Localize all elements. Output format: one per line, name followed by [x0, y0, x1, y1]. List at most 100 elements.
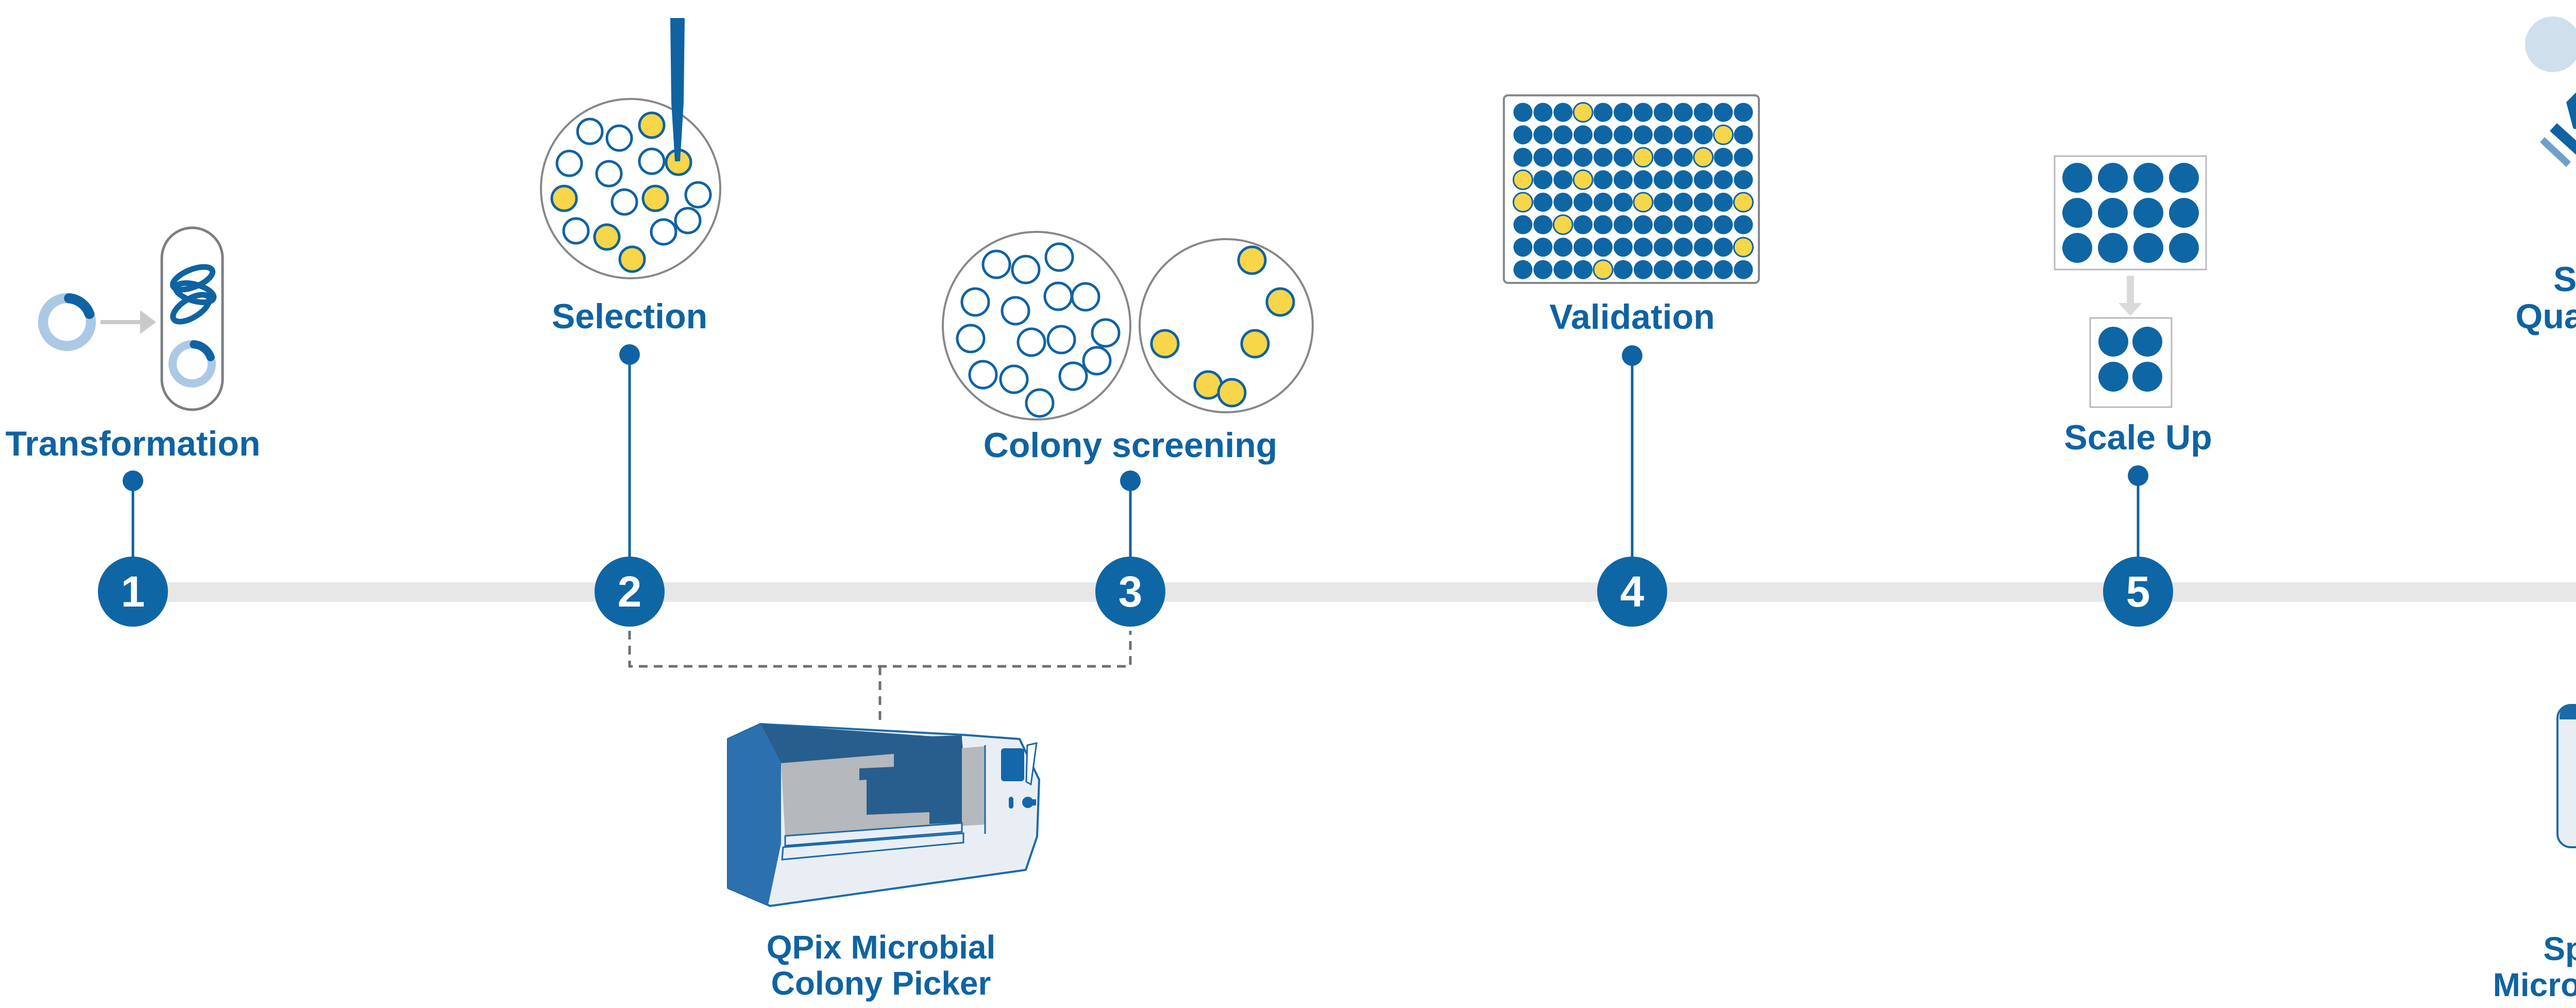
microplate-well — [1553, 147, 1573, 167]
microplate-well — [1673, 215, 1693, 234]
microplate-well — [1653, 192, 1673, 212]
microplate-well — [1673, 147, 1693, 167]
colony — [1237, 245, 1267, 275]
microplate-well — [1653, 170, 1673, 190]
step-label-scale-up: Scale Up — [2064, 418, 2212, 457]
transformation-icon — [43, 226, 224, 411]
selection-dish-icon — [540, 18, 721, 279]
colony — [593, 223, 621, 251]
microplate-well — [1653, 260, 1673, 279]
qpix-screen — [1001, 748, 1024, 781]
microplate-well — [1734, 170, 1753, 190]
microplate-well — [1734, 260, 1753, 279]
culture-well — [2133, 233, 2163, 263]
microplate-well — [1573, 238, 1593, 257]
colony-picker-pin-icon — [670, 18, 685, 161]
microplate-well — [1513, 169, 1533, 190]
colony — [595, 160, 623, 188]
microplate-well — [1513, 147, 1533, 167]
spectramax-label: SpectraMax Microplate Reader — [2493, 931, 2576, 1003]
colony — [1217, 378, 1247, 408]
microplate-well — [1693, 260, 1713, 279]
qpix-button — [1009, 797, 1013, 809]
microplate-well — [1573, 192, 1593, 212]
microplate-well — [1553, 260, 1573, 279]
microplate-well — [1693, 147, 1714, 168]
label-line: Microplate Reader — [2493, 966, 2576, 1003]
microplate-well — [1513, 103, 1533, 122]
microplate-well — [1633, 125, 1653, 145]
microplate-well — [1693, 238, 1713, 257]
colony — [641, 184, 669, 212]
colony — [1011, 255, 1041, 284]
safety-qc-icon — [2525, 16, 2576, 236]
colony — [1071, 282, 1100, 312]
microplate-well — [1614, 147, 1633, 167]
microplate-well — [1653, 103, 1673, 122]
step-label-validation: Validation — [1549, 297, 1715, 337]
microplate-well — [1594, 238, 1613, 257]
scale-up-icon — [2054, 155, 2207, 408]
microplate-well — [1614, 215, 1633, 234]
microplate-well — [1553, 125, 1573, 145]
microplate-well — [1714, 103, 1733, 122]
culture-well — [2062, 163, 2092, 193]
microplate-well — [1653, 238, 1673, 257]
qpix-label: QPix Microbial Colony Picker — [767, 929, 996, 1001]
culture-well — [2098, 233, 2128, 263]
node-number: 3 — [1118, 567, 1143, 616]
microplate-wells — [1513, 102, 1754, 280]
microplate-well — [1673, 238, 1693, 257]
colony — [638, 147, 666, 175]
colony — [999, 364, 1029, 394]
microplate-well — [1693, 170, 1713, 190]
microplate-well — [1572, 102, 1594, 123]
colony — [611, 188, 638, 216]
arrow-right-icon — [100, 310, 156, 334]
microplate-well — [1614, 170, 1633, 190]
microplate-well — [1614, 192, 1633, 212]
microplate-well — [1533, 238, 1553, 257]
microplate-well — [1714, 215, 1733, 234]
timeline-node-4: 4 — [1597, 557, 1667, 627]
colony — [605, 124, 633, 152]
microplate-well — [1552, 214, 1573, 235]
microplate-well — [1693, 103, 1713, 122]
node-number: 1 — [121, 567, 145, 616]
plasmid-icon — [43, 298, 91, 346]
culture-well — [2133, 198, 2163, 228]
microplate-well — [1573, 125, 1593, 145]
colony — [1058, 361, 1088, 391]
antibody-icon — [2540, 123, 2576, 236]
microplate-well — [1633, 260, 1653, 279]
microplate-well — [1734, 125, 1753, 145]
microplate-well — [1594, 170, 1613, 190]
microplate-well — [1594, 215, 1613, 234]
colony — [960, 287, 990, 317]
microplate-well — [1513, 215, 1533, 234]
qpix-knob — [1022, 797, 1033, 808]
microplate-well — [1553, 192, 1573, 212]
label-line: SpectraMax — [2543, 930, 2576, 967]
microplate-well — [1733, 237, 1754, 258]
colony — [1016, 327, 1046, 357]
microplate-well — [1734, 103, 1753, 122]
small-plate-wells — [2098, 327, 2162, 392]
cell-icon — [160, 226, 224, 411]
timeline-node-1: 1 — [98, 557, 168, 627]
step-5-connector — [2128, 465, 2148, 558]
microplate-well — [1734, 215, 1753, 234]
label-line: Safety and — [2553, 260, 2576, 299]
microplate-well — [1533, 260, 1553, 279]
microplate-well — [1594, 147, 1613, 167]
microplate-well — [1573, 260, 1593, 279]
microplate-well — [1533, 103, 1553, 122]
qpix-bracket-dashed-line — [628, 631, 1132, 668]
step-label-selection: Selection — [551, 297, 708, 336]
label-line: QPix Microbial — [766, 929, 996, 966]
microplate-well — [1594, 192, 1613, 212]
colony — [555, 149, 583, 177]
large-plate-wells — [2062, 163, 2199, 263]
timeline-node-2: 2 — [595, 557, 665, 627]
